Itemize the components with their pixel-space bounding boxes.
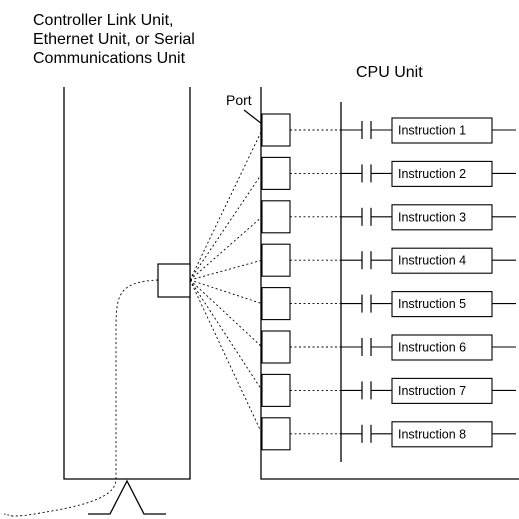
network-symbol (88, 479, 166, 515)
network-connection-dotted-line-start (3, 513, 13, 517)
instruction-label-7: Instruction 7 (398, 384, 466, 398)
cpu-unit-label: CPU Unit (356, 64, 423, 81)
rung-8: Instruction 8 (261, 417, 516, 451)
fanout-line-1 (189, 129, 263, 281)
cpu-port-box-6 (261, 330, 291, 364)
cpu-port-box-5 (261, 287, 291, 321)
instruction-box-8 (391, 421, 493, 448)
cpu-port-box-4 (261, 243, 291, 277)
instruction-label-6: Instruction 6 (398, 341, 466, 355)
port-leader-line (243, 109, 263, 125)
cpu-port-box-3 (261, 200, 291, 234)
left-unit-label-line-2: Ethernet Unit, or Serial (33, 31, 195, 48)
rung-4: Instruction 4 (261, 243, 516, 277)
cpu-port-box-7 (261, 373, 291, 407)
rung-5: Instruction 5 (261, 287, 516, 321)
port-label: Port (226, 92, 252, 108)
rung-6: Instruction 6 (261, 330, 516, 364)
instruction-label-5: Instruction 5 (398, 297, 466, 311)
instruction-label-2: Instruction 2 (398, 167, 466, 181)
instruction-rungs: Instruction 1 Instruction 2 Instruction 3 I… (261, 113, 516, 451)
cpu-port-box-2 (261, 156, 291, 190)
rung-1: Instruction 1 (261, 113, 516, 147)
left-unit-label-line-3: Communications Unit (33, 50, 186, 67)
rung-3: Instruction 3 (261, 200, 516, 234)
cpu-port-box-1 (261, 113, 291, 147)
instruction-box-6 (391, 334, 493, 361)
fanout-line-4 (189, 259, 263, 281)
instruction-box-2 (391, 160, 493, 187)
network-connection-dotted-line (11, 279, 159, 517)
instruction-box-4 (391, 247, 493, 274)
cpu-port-box-8 (261, 417, 291, 451)
instruction-label-4: Instruction 4 (398, 254, 466, 268)
fanout-line-7 (189, 279, 263, 391)
left-unit-port-box (157, 263, 191, 298)
instruction-label-8: Instruction 8 (398, 427, 466, 441)
fanout-line-2 (189, 173, 263, 281)
rung-2: Instruction 2 (261, 156, 516, 190)
fanout-line-6 (189, 279, 263, 348)
instruction-box-1 (391, 117, 493, 144)
instruction-label-1: Instruction 1 (398, 124, 466, 138)
cpu-unit-box (260, 87, 519, 480)
instruction-label-3: Instruction 3 (398, 210, 466, 224)
instruction-box-3 (391, 204, 493, 231)
fanout-line-8 (189, 279, 263, 434)
left-unit-label-line-1: Controller Link Unit, (33, 12, 174, 29)
rung-7: Instruction 7 (261, 373, 516, 407)
fanout-line-5 (189, 279, 263, 305)
left-unit-label: Controller Link Unit, Ethernet Unit, or … (33, 11, 273, 68)
